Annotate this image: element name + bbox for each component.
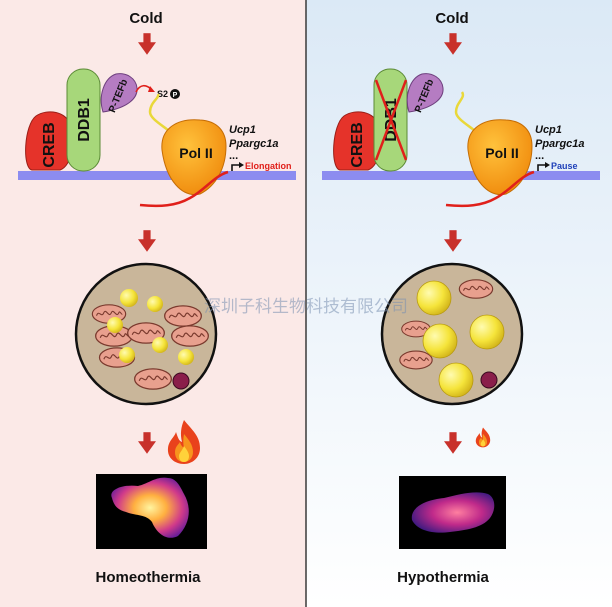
left-polii: Pol II: [161, 119, 227, 196]
left-phospho-mark: P: [173, 92, 178, 99]
right-lipid-droplet: [422, 323, 458, 359]
left-s2-label: S2: [157, 89, 168, 99]
left-lipid-droplet: [119, 347, 135, 363]
right-gene-ucp1: Ucp1: [535, 124, 562, 136]
left-lipid-droplet: [120, 289, 138, 307]
left-gene-ellipsis: ...: [229, 150, 238, 162]
right-lipid-droplet: [469, 314, 505, 350]
right-creb: CREB: [333, 111, 382, 171]
left-ctd-tail: [148, 93, 177, 138]
right-rna: [445, 170, 535, 208]
left-adipocyte: [74, 262, 218, 406]
left-cold-label: Cold: [129, 10, 162, 27]
right-ptefb: P-TEFb: [406, 73, 444, 114]
left-panel: Cold CREB DDB1 P-TEFb S2 P Pol II: [18, 10, 296, 586]
right-tss-arrowhead: [545, 162, 550, 168]
right-state-label: Pause: [551, 161, 578, 171]
left-ddb1-label: DDB1: [76, 98, 93, 142]
left-creb-label: CREB: [41, 122, 58, 167]
right-panel: Cold CREB DDB1 P-TEFb Pol II Ucp1 Ppargc…: [322, 10, 600, 586]
right-ctd-tail: [454, 91, 483, 138]
left-rna: [139, 170, 229, 208]
left-nucleus: [172, 372, 190, 390]
watermark: 深圳子科生物科技有限公司: [204, 297, 408, 317]
right-ddb1: DDB1: [373, 68, 408, 172]
left-caption: Homeothermia: [95, 569, 201, 586]
right-ddb1-cross: [374, 79, 408, 161]
right-nucleus: [480, 371, 498, 389]
right-thermal-image: [399, 476, 506, 549]
left-gene-ppargc1a: Ppargc1a: [229, 138, 279, 150]
right-mito: [458, 279, 494, 299]
left-state-label: Elongation: [245, 161, 292, 171]
left-lipid-droplet: [178, 349, 194, 365]
right-lipid-droplet: [416, 280, 452, 316]
left-mito: [164, 305, 202, 327]
right-polii-label: Pol II: [485, 145, 518, 161]
left-dna-strand: [18, 171, 296, 180]
left-lipid-droplet: [107, 317, 123, 333]
left-phospho-dot: [170, 89, 180, 99]
left-lipid-droplet: [152, 337, 168, 353]
left-creb: CREB: [25, 111, 74, 171]
right-caption: Hypothermia: [397, 569, 489, 586]
left-tss-arrow: [231, 164, 240, 171]
left-tss-arrowhead: [239, 162, 244, 168]
left-phospho-arrowhead: [148, 86, 155, 92]
right-gene-ppargc1a: Ppargc1a: [535, 138, 585, 150]
right-lipid-droplet: [438, 362, 474, 398]
left-gene-ucp1: Ucp1: [229, 124, 256, 136]
right-dna-strand: [322, 171, 600, 180]
left-mito: [171, 325, 209, 347]
right-adipocyte: [380, 262, 524, 406]
right-tss-arrow: [537, 164, 546, 171]
left-ddb1: DDB1: [66, 68, 101, 172]
right-gene-ellipsis: ...: [535, 150, 544, 162]
left-polii-label: Pol II: [179, 145, 212, 161]
left-ptefb: P-TEFb: [100, 73, 138, 114]
left-lipid-droplet: [147, 296, 163, 312]
right-polii: Pol II: [467, 119, 533, 196]
left-mito: [134, 368, 172, 390]
right-creb-label: CREB: [349, 122, 366, 167]
left-thermal-image: [96, 474, 207, 549]
right-cold-label: Cold: [435, 10, 468, 27]
right-mito: [399, 350, 433, 370]
